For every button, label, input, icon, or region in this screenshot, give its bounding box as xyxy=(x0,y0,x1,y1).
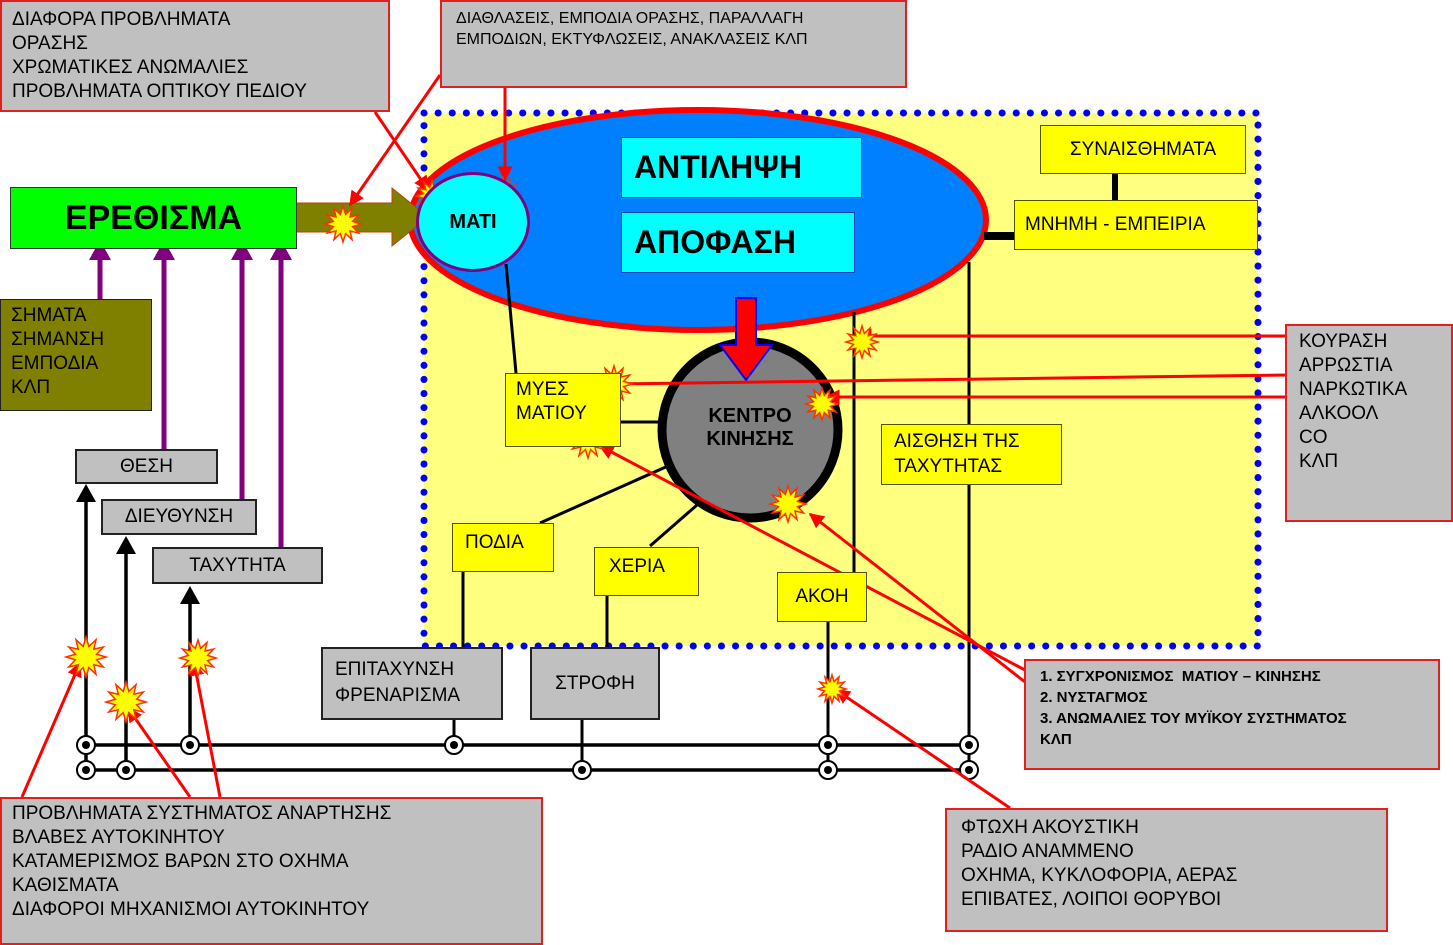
vehicle-problems-box: ΠΡΟΒΛΗΜΑΤΑ ΣΥΣΤΗΜΑΤΟΣ ΑΝΑΡΤΗΣΗΣ ΒΛΑΒΕΣ Α… xyxy=(0,797,543,945)
steering-label: ΣΤΡΟΦΗ xyxy=(555,672,635,694)
driver-state-line: ΚΟΥΡΑΣΗ xyxy=(1299,331,1388,352)
decision-box: ΑΠΟΦΑΣΗ xyxy=(621,212,855,273)
burst-icon xyxy=(843,323,881,361)
speed-sense-line: ΤΑΧΥΤΗΤΑΣ xyxy=(894,456,1003,477)
speed-feedback-arrowhead xyxy=(180,586,200,604)
direction-box: ΔΙΕΥΘΥΝΣΗ xyxy=(101,499,257,535)
vehicle-problem-line: ΔΙΑΦΟΡΟΙ ΜΗΧΑΝΙΣΜΟΙ ΑΥΤΟΚΙΝΗΤΟΥ xyxy=(12,899,370,920)
vision-problem-line: ΠΡΟΒΛΗΜΑΤΑ ΟΠΤΙΚΟΥ ΠΕΔΙΟΥ xyxy=(12,81,307,102)
stimulus-eye-arrow xyxy=(295,186,429,248)
coordination-line: 3. ΑΝΩΜΑΛΙΕΣ ΤΟΥ ΜΥΪΚΟΥ ΣΥΣΤΗΜΑΤΟΣ xyxy=(1040,710,1347,727)
obstacle-line: ΕΜΠΟΔΙΩΝ, ΕΚΤΥΦΛΩΣΕΙΣ, ΑΝΑΚΛΑΣΕΙΣ ΚΛΠ xyxy=(456,31,808,48)
feet-label: ΠΟΔΙΑ xyxy=(465,532,524,553)
hands-center-link xyxy=(649,503,698,548)
acoustic-line: ΡΑΔΙΟ ΑΝΑΜΜΕΝΟ xyxy=(961,841,1134,862)
position-label: ΘΕΣΗ xyxy=(120,455,173,477)
acoustic-line: ΟΧΗΜΑ, ΚΥΚΛΟΦΟΡΙΑ, ΑΕΡΑΣ xyxy=(961,865,1238,886)
stimulus-box: ΕΡΕΘΙΣΜΑ xyxy=(10,187,297,249)
red-influence-lines xyxy=(20,74,1288,810)
driver-state-box: ΚΟΥΡΑΣΗ ΑΡΡΩΣΤΙΑ ΝΑΡΚΩΤΙΚΑ ΑΛΚΟΟΛ CO ΚΛΠ xyxy=(1285,324,1453,522)
emotions-box: ΣΥΝΑΙΣΘΗΜΑΤΑ xyxy=(1040,125,1246,174)
driver-state-line: CO xyxy=(1299,427,1328,448)
vehicle-problem-line: ΠΡΟΒΛΗΜΑΤΑ ΣΥΣΤΗΜΑΤΟΣ ΑΝΑΡΤΗΣΗΣ xyxy=(12,803,392,824)
accel-brake-line: ΕΠΙΤΑΧΥΝΣΗ xyxy=(335,659,455,680)
eye-muscles-box: ΜΥΕΣ ΜΑΤΙΟΥ xyxy=(505,373,621,447)
memory-label: ΜΝΗΜΗ - ΕΜΠΕΙΡΙΑ xyxy=(1025,214,1206,235)
steering-box: ΣΤΡΟΦΗ xyxy=(530,647,660,720)
burst-icon xyxy=(803,385,841,423)
signs-line: ΣΗΜΑΤΑ xyxy=(11,305,87,326)
burst-icon xyxy=(177,637,219,679)
stimulus-label: ΕΡΕΘΙΣΜΑ xyxy=(64,198,243,237)
signs-line: ΣΗΜΑΝΣΗ xyxy=(11,329,105,350)
eye-circle: ΜΑΤΙ xyxy=(416,172,530,272)
acoustic-line: ΕΠΙΒΑΤΕΣ, ΛΟΙΠΟΙ ΘΟΡΥΒΟΙ xyxy=(961,889,1222,910)
vision-problems-box: ΔΙΑΦΟΡΑ ΠΡΟΒΛΗΜΑΤΑ ΟΡΑΣΗΣ ΧΡΩΜΑΤΙΚΕΣ ΑΝΩ… xyxy=(0,0,390,112)
signs-line: ΕΜΠΟΔΙΑ xyxy=(11,353,99,374)
perception-box: ΑΝΤΙΛΗΨΗ xyxy=(621,137,862,198)
perception-label: ΑΝΤΙΛΗΨΗ xyxy=(634,149,803,185)
hands-label: ΧΕΡΙΑ xyxy=(609,556,665,577)
direction-feedback-arrowhead xyxy=(116,536,136,554)
vehicle-problem-line: ΚΑΤΑΜΕΡΙΣΜΟΣ ΒΑΡΩΝ ΣΤΟ ΟΧΗΜΑ xyxy=(12,851,349,872)
signs-line: ΚΛΠ xyxy=(11,377,51,398)
position-box: ΘΕΣΗ xyxy=(75,449,218,484)
vision-problem-line: ΧΡΩΜΑΤΙΚΕΣ ΑΝΩΜΑΛΙΕΣ xyxy=(12,57,249,78)
vision-problem-line: ΔΙΑΦΟΡΑ ΠΡΟΒΛΗΜΑΤΑ xyxy=(12,9,231,30)
speed-box: ΤΑΧΥΤΗΤΑ xyxy=(152,547,323,584)
eye-label: ΜΑΤΙ xyxy=(449,210,497,233)
position-feedback-arrowhead xyxy=(76,484,96,502)
speed-label: ΤΑΧΥΤΗΤΑ xyxy=(189,554,286,576)
vision-problem-line: ΟΡΑΣΗΣ xyxy=(12,33,88,54)
feet-center-link xyxy=(539,464,669,525)
acoustic-box: ΦΤΩΧΗ ΑΚΟΥΣΤΙΚΗ ΡΑΔΙΟ ΑΝΑΜΜΕΝΟ ΟΧΗΜΑ, ΚΥ… xyxy=(945,808,1388,932)
junction-dots xyxy=(82,741,973,774)
coordination-line: 2. ΝΥΣΤΑΓΜΟΣ xyxy=(1040,689,1148,706)
burst-icon xyxy=(815,672,849,706)
decision-label: ΑΠΟΦΑΣΗ xyxy=(634,224,796,260)
memory-box: ΜΝΗΜΗ - ΕΜΠΕΙΡΙΑ xyxy=(1014,200,1258,250)
accel-brake-box: ΕΠΙΤΑΧΥΝΣΗ ΦΡΕΝΑΡΙΣΜΑ xyxy=(321,647,503,720)
coordination-line: 1. ΣΥΓΧΡΟΝΙΣΜΟΣ ΜΑΤΙΟΥ – ΚΙΝΗΣΗΣ xyxy=(1040,668,1321,685)
hands-box: ΧΕΡΙΑ xyxy=(594,547,699,596)
motor-center-label: ΚΕΝΤΡΟ ΚΙΝΗΣΗΣ xyxy=(672,405,828,451)
hearing-box: ΑΚΟΗ xyxy=(777,572,867,622)
motor-center-line: ΚΙΝΗΣΗΣ xyxy=(706,428,794,450)
driver-state-line: ΑΡΡΩΣΤΙΑ xyxy=(1299,355,1393,376)
eye-muscles-line: ΜΑΤΙΟΥ xyxy=(516,403,587,424)
accel-brake-line: ΦΡΕΝΑΡΙΣΜΑ xyxy=(335,685,461,706)
motor-center-line: ΚΕΝΤΡΟ xyxy=(708,405,792,427)
hearing-label: ΑΚΟΗ xyxy=(795,586,849,607)
speed-sense-box: ΑΙΣΘΗΣΗ ΤΗΣ ΤΑΧΥΤΗΤΑΣ xyxy=(881,424,1062,485)
direction-label: ΔΙΕΥΘΥΝΣΗ xyxy=(124,506,234,527)
emotions-label: ΣΥΝΑΙΣΘΗΜΑΤΑ xyxy=(1069,138,1217,160)
vehicle-problem-line: ΚΑΘΙΣΜΑΤΑ xyxy=(12,875,119,896)
eye-muscles-line: ΜΥΕΣ xyxy=(516,379,569,400)
driver-state-line: ΝΑΡΚΩΤΙΚΑ xyxy=(1299,379,1408,400)
burst-icon xyxy=(322,203,364,245)
coordination-line: ΚΛΠ xyxy=(1040,731,1072,748)
purple-arrows xyxy=(89,240,292,548)
vehicle-problem-line: ΒΛΑΒΕΣ ΑΥΤΟΚΙΝΗΤΟΥ xyxy=(12,827,225,848)
speed-sense-line: ΑΙΣΘΗΣΗ ΤΗΣ xyxy=(894,431,1020,452)
driver-state-line: ΑΛΚΟΟΛ xyxy=(1299,403,1379,424)
driver-state-line: ΚΛΠ xyxy=(1299,451,1339,472)
optical-obstacles-box: ΔΙΑΘΛΑΣΕΙΣ, ΕΜΠΟΔΙΑ ΟΡΑΣΗΣ, ΠΑΡΑΛΛΑΓΗ ΕΜ… xyxy=(440,0,907,88)
decision-motor-arrow xyxy=(718,297,774,382)
obstacle-line: ΔΙΑΘΛΑΣΕΙΣ, ΕΜΠΟΔΙΑ ΟΡΑΣΗΣ, ΠΑΡΑΛΛΑΓΗ xyxy=(456,10,804,27)
burst-icon xyxy=(767,483,809,525)
burst-icon xyxy=(103,679,149,725)
acoustic-line: ΦΤΩΧΗ ΑΚΟΥΣΤΙΚΗ xyxy=(961,817,1139,838)
eye-muscles-link xyxy=(504,263,518,374)
signs-box: ΣΗΜΑΤΑ ΣΗΜΑΝΣΗ ΕΜΠΟΔΙΑ ΚΛΠ xyxy=(0,299,152,411)
driver-zone-dotted-border xyxy=(420,109,1262,650)
burst-icon xyxy=(63,634,109,680)
coordination-box: 1. ΣΥΓΧΡΟΝΙΣΜΟΣ ΜΑΤΙΟΥ – ΚΙΝΗΣΗΣ 2. ΝΥΣΤ… xyxy=(1024,659,1440,770)
feet-box: ΠΟΔΙΑ xyxy=(452,523,554,572)
